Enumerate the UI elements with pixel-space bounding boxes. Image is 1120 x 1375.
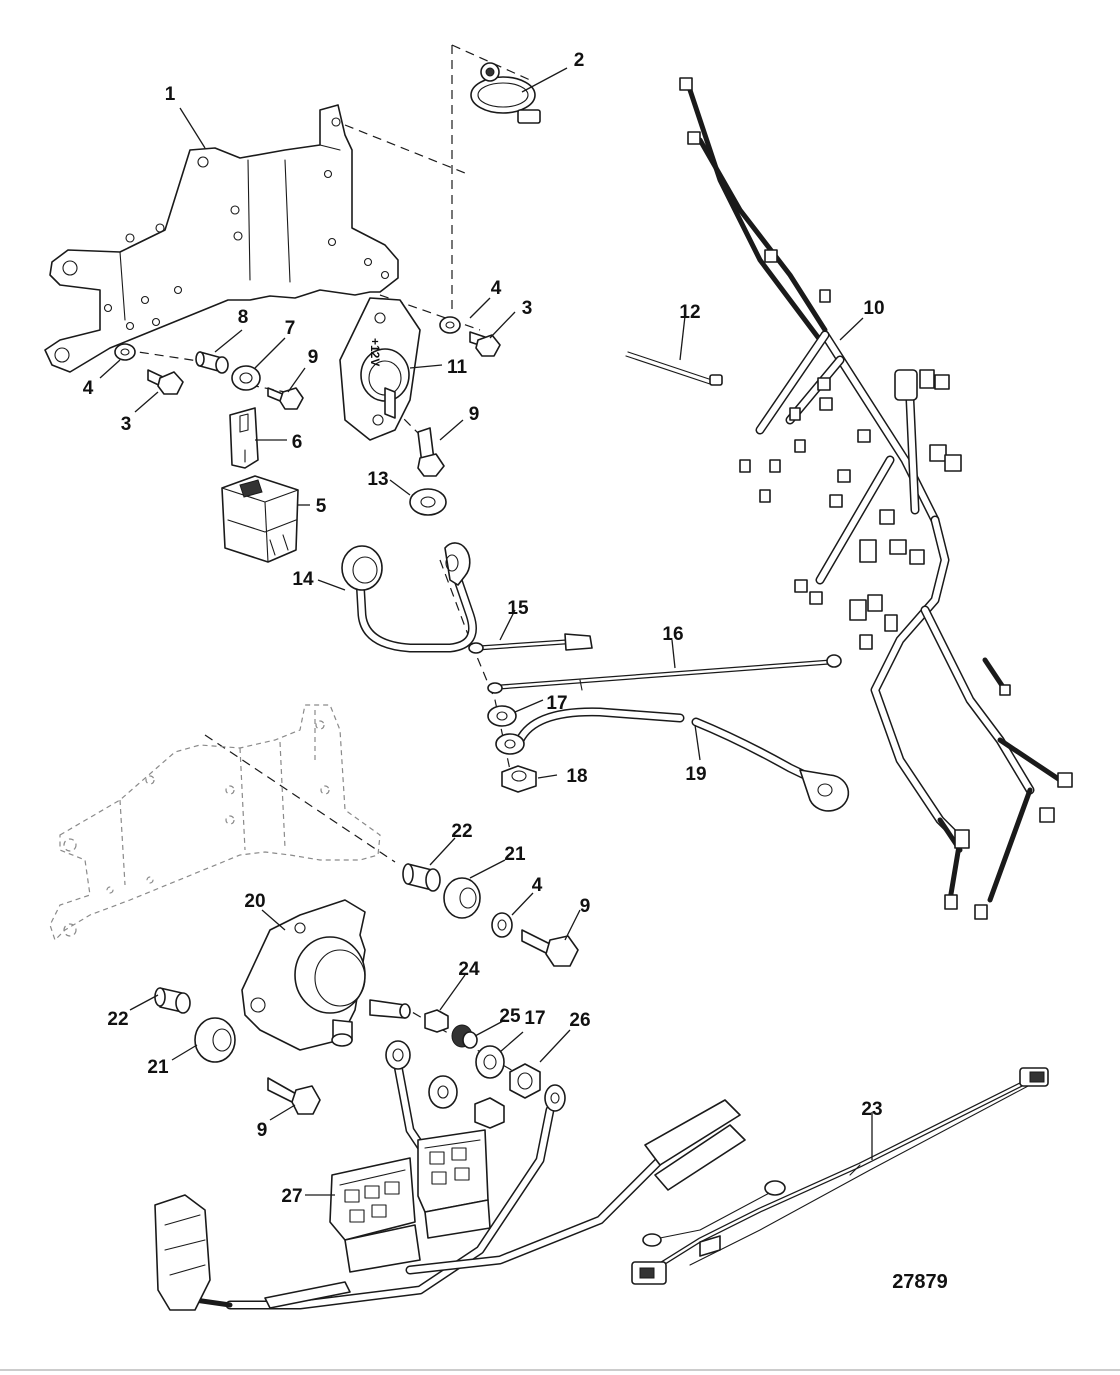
extra-nuts: [428, 1075, 505, 1129]
callout-16: 16: [662, 624, 683, 645]
callout-5: 5: [316, 496, 327, 517]
tie-strap-12: [625, 351, 723, 386]
ghost-engine-bracket: [49, 704, 381, 942]
starter-solenoid: [241, 899, 411, 1051]
relay-harness-27: [154, 1040, 746, 1311]
leader-lines: [99, 67, 873, 1196]
spring-25: [451, 1024, 478, 1049]
callout-4c: 4: [532, 875, 543, 896]
short-cable-15: [468, 633, 593, 654]
callout-26: 26: [569, 1010, 590, 1031]
callout-8: 8: [238, 307, 249, 328]
callout-17b: 17: [524, 1008, 545, 1029]
callout-23: 23: [861, 1099, 882, 1120]
washer-4-lower: [491, 912, 513, 938]
callout-1: 1: [165, 84, 176, 105]
callout-12: 12: [679, 302, 700, 323]
callout-18: 18: [566, 766, 587, 787]
grommet-21-lower: [194, 1017, 236, 1063]
long-cable-16: [487, 654, 842, 694]
callout-6: 6: [292, 432, 303, 453]
callout-24: 24: [458, 959, 480, 980]
cable-clamp: [470, 62, 541, 124]
washer-17-upper: [487, 705, 517, 727]
solenoid-12v: +12V: [339, 297, 421, 441]
engine-wiring-harness: [679, 77, 1073, 920]
callout-13: 13: [367, 469, 388, 490]
callout-3b: 3: [121, 414, 132, 435]
callout-9d: 9: [257, 1120, 268, 1141]
mounting-bracket: [44, 104, 399, 373]
grommet: [231, 365, 261, 391]
callout-2: 2: [574, 50, 585, 71]
sleeve: [195, 351, 229, 374]
sleeve-22-upper: [402, 863, 441, 892]
callout-9a: 9: [308, 347, 319, 368]
nut-24: [424, 1009, 449, 1033]
callout-4a: 4: [491, 278, 502, 299]
nut-26: [509, 1063, 541, 1099]
sleeve-22-lower: [154, 987, 191, 1014]
callout-4b: 4: [83, 378, 94, 399]
callout-14: 14: [292, 569, 314, 590]
cable-with-boot: [341, 542, 477, 653]
callout-17a: 17: [546, 693, 567, 714]
callout-11: 11: [447, 357, 468, 378]
washer-17-lower: [475, 1045, 505, 1079]
screw-9-lower: [267, 1077, 321, 1115]
callout-21b: 21: [147, 1057, 169, 1078]
screw-and-washer-solenoid: [409, 427, 447, 516]
screw-washer-left: [114, 343, 184, 395]
solenoid-voltage-label: +12V: [368, 338, 382, 366]
screw-upper-left: [267, 387, 304, 410]
callout-numbers: 1 2 4 3 4 3 8 7 9 6 5 11 9 13 14 15 16 1…: [83, 50, 885, 1207]
callout-22a: 22: [451, 821, 472, 842]
callout-27: 27: [281, 1186, 302, 1207]
relay: [221, 475, 299, 563]
callout-9b: 9: [469, 404, 480, 425]
callout-21a: 21: [504, 844, 526, 865]
callout-25: 25: [499, 1006, 521, 1027]
callout-10: 10: [863, 298, 884, 319]
callout-22b: 22: [107, 1009, 128, 1030]
screw-washer-right: [439, 316, 501, 357]
figure-number: 27879: [892, 1271, 948, 1293]
battery-cable-19: [495, 707, 850, 812]
callout-9c: 9: [580, 896, 591, 917]
callout-7: 7: [285, 318, 296, 339]
callout-19: 19: [685, 764, 706, 785]
callout-3a: 3: [522, 298, 533, 319]
grommet-21-upper: [443, 877, 481, 919]
callout-15: 15: [507, 598, 529, 619]
nut-18: [501, 765, 537, 793]
relay-clip: [229, 407, 259, 469]
screw-9-mid: [521, 929, 579, 967]
small-harness-23: [631, 1067, 1049, 1285]
callout-20: 20: [244, 891, 265, 912]
